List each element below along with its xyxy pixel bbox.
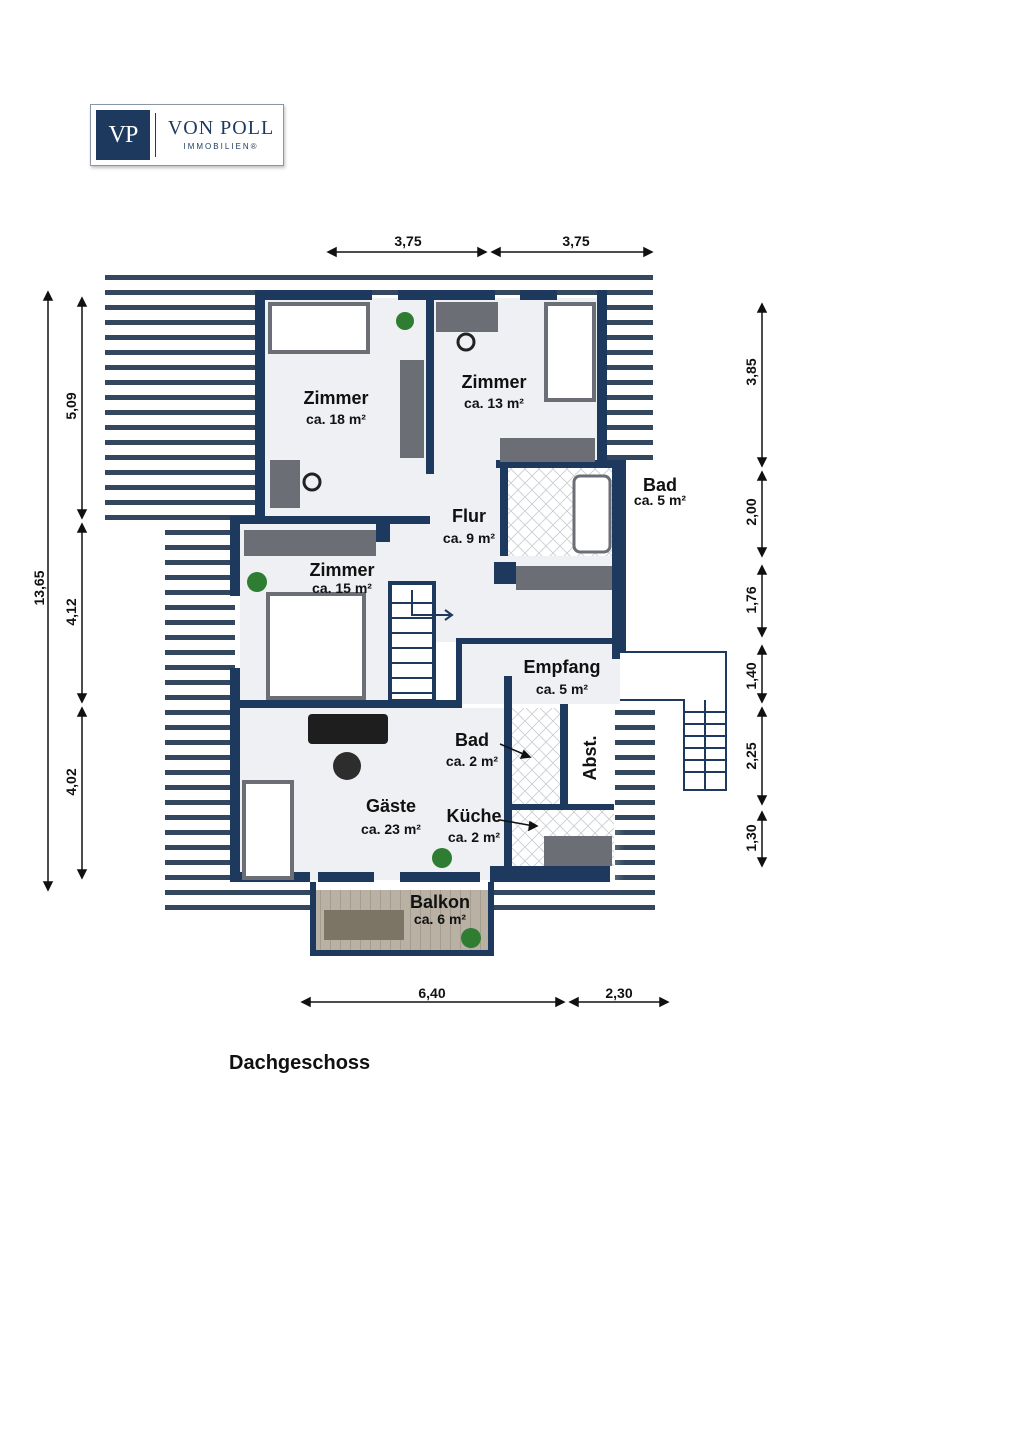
dim-top-1: 3,75 (394, 233, 421, 249)
pointer-arrows (499, 743, 539, 832)
desk-zimmer-18 (270, 460, 300, 508)
room-abst-name: Abst. (580, 736, 600, 781)
balcony-table (324, 910, 404, 940)
room-kueche-area: ca. 2 m² (448, 829, 500, 845)
floor-empfang (460, 642, 620, 704)
room-zimmer-18-area: ca. 18 m² (306, 411, 366, 427)
room-bad-5-area: ca. 5 m² (634, 492, 686, 508)
room-gaeste-area: ca. 23 m² (361, 821, 421, 837)
bed-zimmer-18 (268, 302, 370, 354)
room-balkon-area: ca. 6 m² (414, 911, 466, 927)
dim-right-3: 1,76 (743, 586, 759, 613)
floor-caption: Dachgeschoss (229, 1052, 371, 1074)
wall-stamp: VON POLL (229, 809, 238, 848)
shelf-flur (516, 566, 612, 590)
dim-right-4: 1,40 (743, 662, 759, 689)
room-labels: Zimmer ca. 18 m² Zimmer ca. 13 m² Bad ca… (303, 372, 686, 927)
furniture (242, 302, 612, 940)
roof-left-upper (105, 270, 255, 522)
desk-zimmer-13 (436, 302, 498, 332)
bed-zimmer-15 (266, 592, 366, 700)
dim-left-3: 4,02 (63, 768, 79, 795)
logo-subtitle: IMMOBILIEN® (183, 142, 259, 151)
dim-left-1: 5,09 (63, 392, 79, 419)
dim-bottom-2: 2,30 (605, 985, 632, 1001)
shelf-zimmer-15 (244, 530, 376, 556)
exterior-stairs (620, 651, 727, 791)
room-gaeste-name: Gäste (366, 796, 416, 816)
floor-bad-2 (510, 708, 566, 808)
roof-bottom-left (165, 880, 310, 916)
interior-stairs (388, 581, 454, 703)
room-zimmer-15-name: Zimmer (309, 560, 374, 580)
room-empfang-name: Empfang (523, 657, 600, 677)
plant-icon (461, 928, 481, 948)
plant-icon (396, 312, 414, 330)
kitchen-counter (544, 836, 612, 866)
room-zimmer-13-area: ca. 13 m² (464, 395, 524, 411)
room-flur-area: ca. 9 m² (443, 530, 495, 546)
roof-top (105, 270, 653, 300)
roof-left-lower (165, 526, 235, 916)
dim-right-2: 2,00 (743, 498, 759, 525)
dimension-labels: 3,75 3,75 6,40 2,30 13,65 5,09 4,12 4,02… (31, 233, 759, 1001)
wardrobe-zimmer-18 (400, 360, 424, 458)
table-gaeste (333, 752, 361, 780)
room-empfang-area: ca. 5 m² (536, 681, 588, 697)
walls (230, 290, 626, 956)
dim-right-5: 2,25 (743, 742, 759, 769)
dim-bottom-1: 6,40 (418, 985, 445, 1001)
room-zimmer-18-name: Zimmer (303, 388, 368, 408)
logo-name: VON POLL (167, 117, 275, 139)
plants (247, 312, 481, 948)
plant-icon (247, 572, 267, 592)
logo-mark: VP (96, 110, 150, 160)
dim-right-6: 1,30 (743, 824, 759, 851)
room-kueche-name: Küche (446, 806, 501, 826)
room-balkon-name: Balkon (410, 892, 470, 912)
logo-divider (155, 113, 156, 157)
sofa-gaeste (308, 714, 388, 744)
bed-zimmer-13 (544, 302, 596, 402)
room-zimmer-13-name: Zimmer (461, 372, 526, 392)
room-flur-name: Flur (452, 506, 486, 526)
room-bad-2-name: Bad (455, 730, 489, 750)
von-poll-logo: VP VON POLL IMMOBILIEN® (90, 104, 284, 166)
bed-gaeste (242, 780, 294, 880)
dim-right-1: 3,85 (743, 358, 759, 385)
dim-left-2: 4,12 (63, 598, 79, 625)
room-bad-2-area: ca. 2 m² (446, 753, 498, 769)
shelf-zimmer-13 (500, 438, 595, 462)
dim-left-total: 13,65 (31, 570, 47, 605)
dimension-lines (42, 246, 768, 1008)
chair-zimmer-18 (302, 472, 322, 492)
room-bad-5-name: Bad (643, 475, 677, 495)
chair-zimmer-13 (456, 332, 476, 352)
room-zimmer-15-area: ca. 15 m² (312, 580, 372, 596)
bathtub (572, 474, 612, 554)
dim-top-2: 3,75 (562, 233, 589, 249)
plant-icon (432, 848, 452, 868)
